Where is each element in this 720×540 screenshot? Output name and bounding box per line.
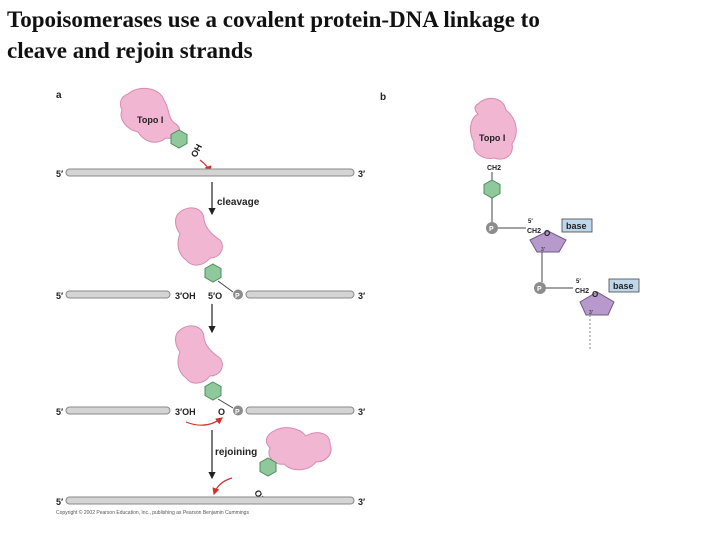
three-prime-label: 3′ xyxy=(358,497,365,507)
oxygen-label: O xyxy=(218,407,225,417)
deoxyribose-sugar xyxy=(579,291,615,316)
three-prime-label: 3′ xyxy=(541,247,546,253)
three-prime-label: 3′ xyxy=(358,407,365,417)
tyrosine-phosphate-bond xyxy=(217,398,234,409)
five-prime-label: 5′ xyxy=(528,219,533,225)
three-prime-label: 3′ xyxy=(358,291,365,301)
ch2-top-label: CH2 xyxy=(487,165,501,172)
phosphate-label: P xyxy=(235,409,240,416)
tyrosine-phosphate-bond xyxy=(217,280,234,293)
topo-enzyme-blob xyxy=(175,207,223,266)
phosphate-circle xyxy=(534,282,546,294)
copyright-text: Copyright © 2002 Pearson Education, Inc.… xyxy=(56,509,249,516)
three-prime-label: 3′ xyxy=(589,310,594,316)
slide-title-line-1: Topoisomerases use a covalent protein-DN… xyxy=(7,7,540,32)
five-prime-label: 5′ xyxy=(56,407,63,417)
base-box xyxy=(561,218,593,233)
ch2-label: CH2 xyxy=(575,288,589,295)
slide-title-line-2: cleave and rejoin strands xyxy=(7,38,253,63)
panel-a-label: a xyxy=(56,90,62,101)
five-prime-label: 5′ xyxy=(56,291,63,301)
deoxyribose-sugar xyxy=(529,230,567,253)
base-box xyxy=(608,278,640,293)
phosphate-label: P xyxy=(235,293,240,300)
tyrosine-hexagon xyxy=(204,381,222,401)
dna-strand xyxy=(65,496,355,505)
topo-i-label: Topo I xyxy=(137,115,163,125)
base-label: base xyxy=(566,221,587,231)
phosphate-label: P xyxy=(537,286,542,293)
slide-title: Topoisomerases use a covalent protein-DN… xyxy=(7,4,707,66)
panel-b-label: b xyxy=(380,92,386,103)
ring-oxygen-label: O xyxy=(592,290,598,299)
three-oh-label: 3′OH xyxy=(175,407,196,417)
three-oh-label: 3′OH xyxy=(175,291,196,301)
five-prime-label: 5′ xyxy=(56,497,63,507)
three-prime-label: 3′ xyxy=(358,169,365,179)
phosphate-circle xyxy=(486,222,498,234)
rejoining-label: rejoining xyxy=(215,447,257,458)
topo-enzyme-blob xyxy=(470,97,517,160)
tyrosine-hexagon xyxy=(483,179,501,199)
cleavage-label: cleavage xyxy=(217,197,260,208)
religation-arrow-red xyxy=(185,417,223,426)
topo-enzyme-blob xyxy=(119,87,181,143)
tyrosine-hexagon xyxy=(259,457,277,477)
phosphate-circle xyxy=(233,289,243,300)
base-label: base xyxy=(613,281,634,291)
phosphate-label: P xyxy=(489,226,494,233)
phosphate-circle xyxy=(233,405,243,416)
tyrosine-hexagon xyxy=(170,129,188,149)
dna-strand-left xyxy=(65,406,171,415)
five-prime-label: 5′ xyxy=(56,169,63,179)
ch2-label: CH2 xyxy=(527,228,541,235)
hydroxyl-label: OH xyxy=(189,142,204,159)
dna-strand xyxy=(65,168,355,177)
dna-strand-right xyxy=(245,290,355,299)
five-prime-label: 5′ xyxy=(576,279,581,285)
topo-enzyme-blob xyxy=(175,325,223,384)
tyrosine-hexagon xyxy=(204,263,222,283)
ring-oxygen-label: O xyxy=(544,229,550,238)
release-arrow-red xyxy=(212,477,233,496)
topo-i-label: Topo I xyxy=(479,133,505,143)
topo-enzyme-blob xyxy=(265,427,332,471)
dna-strand-left xyxy=(65,290,171,299)
five-o-label: 5′O xyxy=(208,291,222,301)
dna-strand-right xyxy=(245,406,355,415)
